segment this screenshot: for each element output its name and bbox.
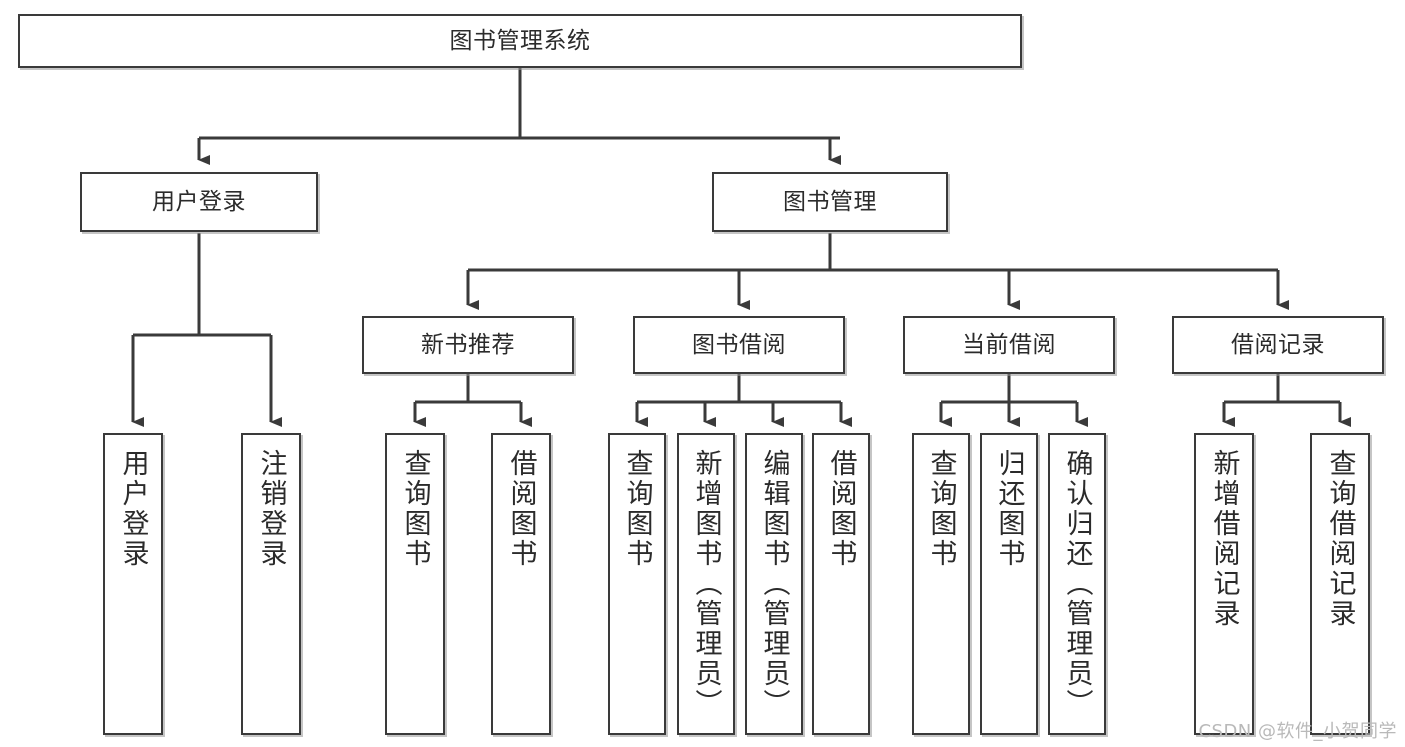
node-current-borrow[interactable]: 当前借阅 — [903, 316, 1115, 374]
node-current-borrow-label: 当前借阅 — [962, 331, 1056, 358]
leaf-book-borrow-edit-label: 编辑图书（管理员） — [758, 449, 790, 719]
leaf-new-book-borrow[interactable]: 借阅图书 — [491, 433, 551, 735]
leaf-book-borrow-add[interactable]: 新增图书（管理员） — [677, 433, 735, 735]
leaf-current-borrow-query-label: 查询图书 — [925, 449, 957, 569]
leaf-new-book-query-label: 查询图书 — [399, 449, 431, 569]
leaf-user-login-logout-label: 注销登录 — [255, 449, 287, 569]
leaf-book-borrow-add-label: 新增图书（管理员） — [690, 449, 722, 719]
node-user-login-label: 用户登录 — [152, 188, 246, 215]
leaf-book-borrow-borrow-label: 借阅图书 — [825, 449, 857, 569]
leaf-book-borrow-edit[interactable]: 编辑图书（管理员） — [745, 433, 803, 735]
leaf-current-borrow-query[interactable]: 查询图书 — [912, 433, 970, 735]
node-root-system-label: 图书管理系统 — [449, 27, 591, 54]
leaf-book-borrow-borrow[interactable]: 借阅图书 — [812, 433, 870, 735]
node-book-manage[interactable]: 图书管理 — [712, 172, 948, 232]
node-borrow-record-label: 借阅记录 — [1231, 331, 1325, 358]
node-new-book-recommend[interactable]: 新书推荐 — [362, 316, 574, 374]
node-borrow-record[interactable]: 借阅记录 — [1172, 316, 1384, 374]
leaf-borrow-record-add-label: 新增借阅记录 — [1208, 449, 1240, 629]
node-book-manage-label: 图书管理 — [783, 188, 877, 215]
leaf-book-borrow-query-label: 查询图书 — [621, 449, 653, 569]
leaf-user-login-logout[interactable]: 注销登录 — [241, 433, 301, 735]
leaf-book-borrow-query[interactable]: 查询图书 — [608, 433, 666, 735]
leaf-new-book-borrow-label: 借阅图书 — [505, 449, 537, 569]
leaf-new-book-query[interactable]: 查询图书 — [385, 433, 445, 735]
leaf-current-borrow-confirm-label: 确认归还（管理员） — [1061, 449, 1093, 719]
leaf-user-login-login-label: 用户登录 — [117, 449, 149, 569]
leaf-current-borrow-return-label: 归还图书 — [993, 449, 1025, 569]
leaf-borrow-record-query-label: 查询借阅记录 — [1324, 449, 1356, 629]
leaf-user-login-login[interactable]: 用户登录 — [103, 433, 163, 735]
leaf-borrow-record-add[interactable]: 新增借阅记录 — [1194, 433, 1254, 735]
leaf-current-borrow-confirm[interactable]: 确认归还（管理员） — [1048, 433, 1106, 735]
leaf-borrow-record-query[interactable]: 查询借阅记录 — [1310, 433, 1370, 735]
node-user-login[interactable]: 用户登录 — [80, 172, 318, 232]
node-new-book-recommend-label: 新书推荐 — [421, 331, 515, 358]
leaf-current-borrow-return[interactable]: 归还图书 — [980, 433, 1038, 735]
node-root-system[interactable]: 图书管理系统 — [18, 14, 1022, 68]
node-book-borrow[interactable]: 图书借阅 — [633, 316, 845, 374]
node-book-borrow-label: 图书借阅 — [692, 331, 786, 358]
